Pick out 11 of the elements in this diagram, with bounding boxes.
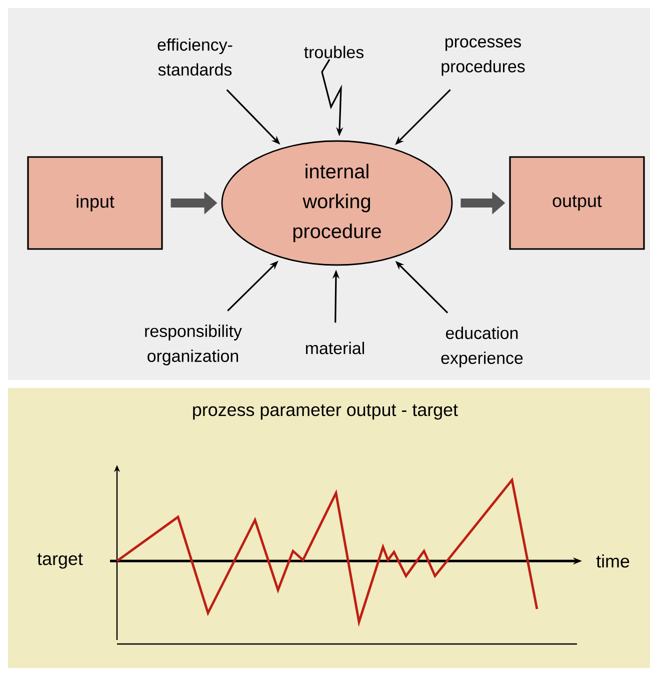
influence-label: troubles: [304, 46, 364, 58]
process-box: output: [509, 156, 645, 250]
influence-label: efficiency-standards: [158, 38, 232, 76]
influence-label: processes procedures: [442, 38, 525, 76]
axis-label: target: [37, 553, 83, 569]
chart-title: prozess parameter output - target: [193, 404, 458, 420]
influence-label: education experience: [441, 326, 523, 368]
process-box: input: [27, 156, 163, 250]
influence-label: material: [306, 342, 364, 354]
influence-label: responsibility organization: [145, 324, 242, 366]
axis-label: time: [596, 554, 630, 568]
